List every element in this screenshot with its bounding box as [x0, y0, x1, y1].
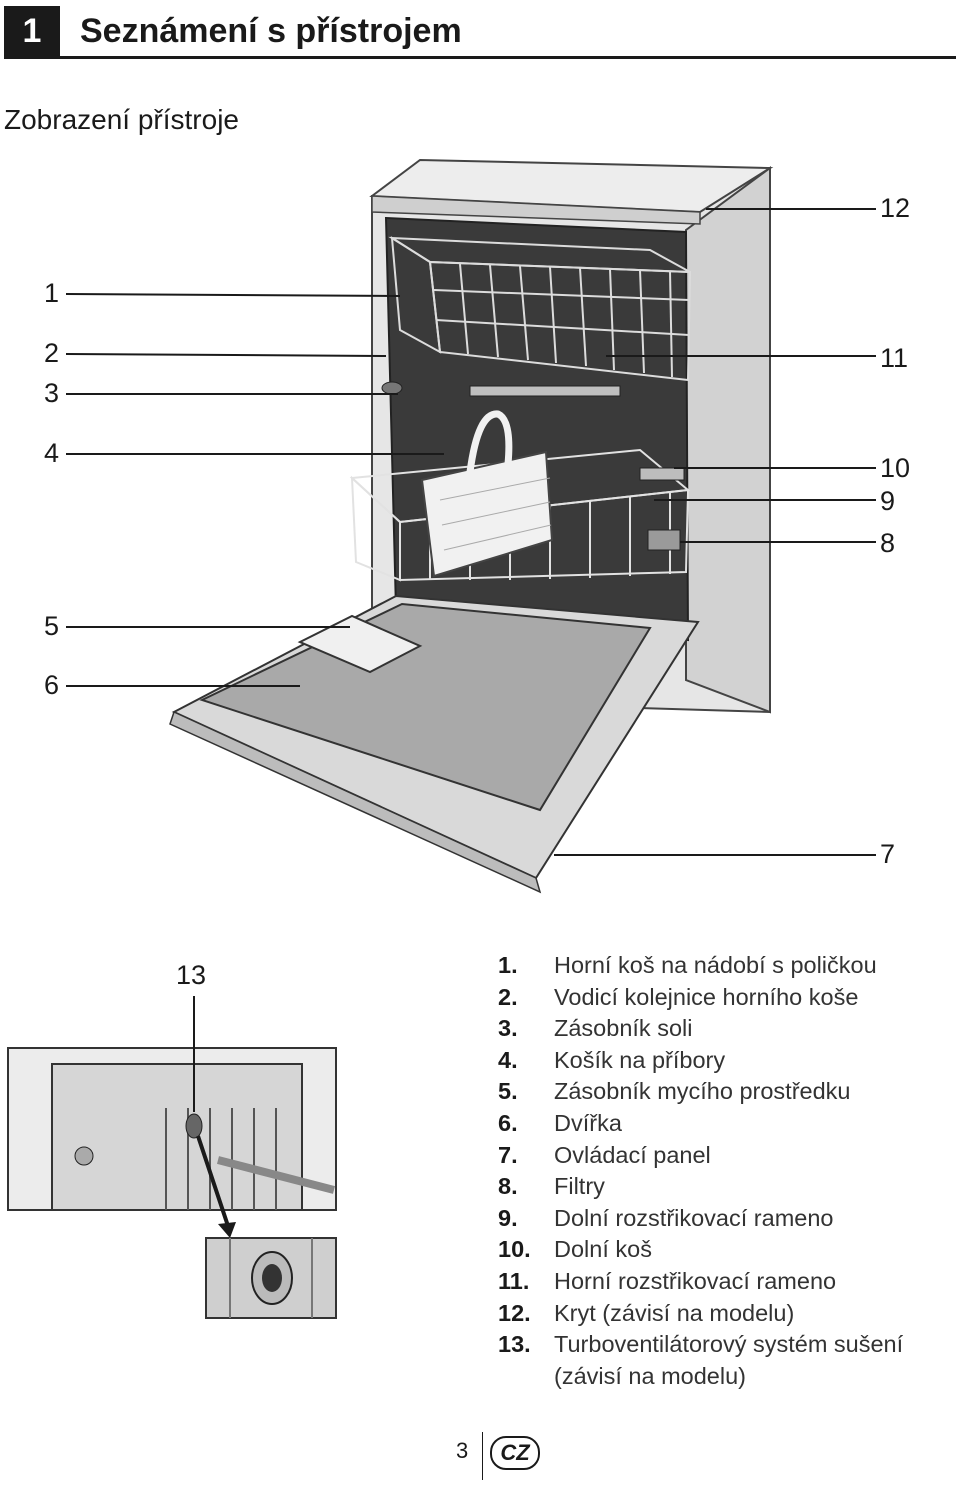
legend-number: 11. [498, 1267, 530, 1294]
legend-item: (závisí na modelu) [498, 1361, 903, 1393]
legend-number: 10. [498, 1236, 531, 1263]
detergent-dispenser [297, 614, 423, 674]
legend-text: Zásobník mycího prostředku [554, 1078, 851, 1105]
chapter-header: 1 Seznámení s přístrojem [4, 6, 956, 59]
cabinet-side [685, 166, 771, 714]
upper-basket [388, 236, 692, 382]
callout-12: 12 [880, 193, 911, 223]
callout-5: 5 [44, 611, 60, 641]
callout-1: 1 [44, 278, 60, 308]
legend-number: 4. [498, 1046, 518, 1073]
section-title: Zobrazení přístroje [4, 104, 239, 135]
legend-item: 4. Košík na příbory [498, 1045, 903, 1077]
callout-11: 11 [880, 343, 909, 373]
legend-text: Dolní koš [554, 1236, 652, 1263]
callout-13: 13 [176, 960, 207, 990]
legend-text: Dvířka [554, 1109, 622, 1136]
callout-2: 2 [44, 338, 60, 368]
legend-text: (závisí na modelu) [554, 1362, 746, 1389]
legend-item: 10. Dolní koš [498, 1234, 903, 1266]
callout-4: 4 [44, 438, 60, 468]
legend-number: 5. [498, 1078, 518, 1105]
page-number: 3 [456, 1438, 469, 1463]
filters [647, 529, 681, 551]
legend-number: 2. [498, 983, 518, 1010]
chapter-number: 1 [4, 6, 60, 56]
legend-text: Ovládací panel [554, 1141, 711, 1168]
legend-item: 7. Ovládací panel [498, 1140, 903, 1172]
legend-number: 13. [498, 1331, 531, 1358]
callout-7: 7 [880, 839, 896, 869]
turbo-fan-inset [7, 996, 337, 1319]
lower-spray-arm [639, 467, 685, 481]
legend-number: 1. [498, 952, 518, 978]
salt-container [381, 381, 403, 395]
legend-number: 12. [498, 1299, 531, 1326]
legend-item: 13. Turboventilátorový systém sušení [498, 1329, 903, 1361]
callout-3: 3 [44, 378, 60, 408]
footer-divider [482, 1432, 483, 1480]
legend-number: 3. [498, 1015, 518, 1042]
control-panel-edge [169, 710, 542, 894]
legend-item: 5. Zásobník mycího prostředku [498, 1076, 903, 1108]
dishwasher-illustration [7, 158, 876, 1319]
legend-item: 1. Horní koš na nádobí s poličkou [498, 950, 903, 982]
callout-6: 6 [44, 670, 60, 700]
legend-number: 6. [498, 1109, 518, 1136]
legend-text: Horní rozstřikovací rameno [554, 1267, 837, 1294]
legend-number: 9. [498, 1204, 518, 1231]
legend-text: Horní koš na nádobí s poličkou [554, 952, 877, 978]
legend-item: 9. Dolní rozstřikovací rameno [498, 1203, 903, 1235]
legend-text: Zásobník soli [554, 1015, 693, 1042]
page-footer: 3 CZ [456, 1432, 556, 1480]
legend-text: Kryt (závisí na modelu) [554, 1299, 795, 1326]
legend-text: Dolní rozstřikovací rameno [554, 1204, 834, 1231]
language-badge: CZ [490, 1436, 540, 1470]
legend-text: Filtry [554, 1173, 605, 1200]
parts-legend: 1. Horní koš na nádobí s poličkou 2. Vodic… [498, 950, 903, 1392]
chapter-title: Seznámení s přístrojem [80, 12, 462, 50]
legend-item: 6. Dvířka [498, 1108, 903, 1140]
legend-item: 8. Filtry [498, 1171, 903, 1203]
cutlery-basket [420, 410, 554, 578]
callout-8: 8 [880, 528, 896, 558]
legend-number: 7. [498, 1141, 518, 1168]
legend-item: 3. Zásobník soli [498, 1013, 903, 1045]
top-cover-edge [371, 195, 701, 225]
legend-item: 2. Vodicí kolejnice horního koše [498, 982, 903, 1014]
callout-10: 10 [880, 453, 911, 483]
legend-text: Turboventilátorový systém sušení [554, 1331, 904, 1358]
callout-9: 9 [880, 486, 896, 516]
upper-spray-arm [469, 385, 621, 397]
legend-number: 8. [498, 1173, 518, 1200]
leader-lines [65, 208, 876, 856]
legend-text: Vodicí kolejnice horního koše [554, 983, 859, 1010]
legend-item: 12. Kryt (závisí na modelu) [498, 1298, 903, 1330]
legend-item: 11. Horní rozstřikovací rameno [498, 1266, 903, 1298]
legend-text: Košík na příbory [554, 1046, 726, 1073]
